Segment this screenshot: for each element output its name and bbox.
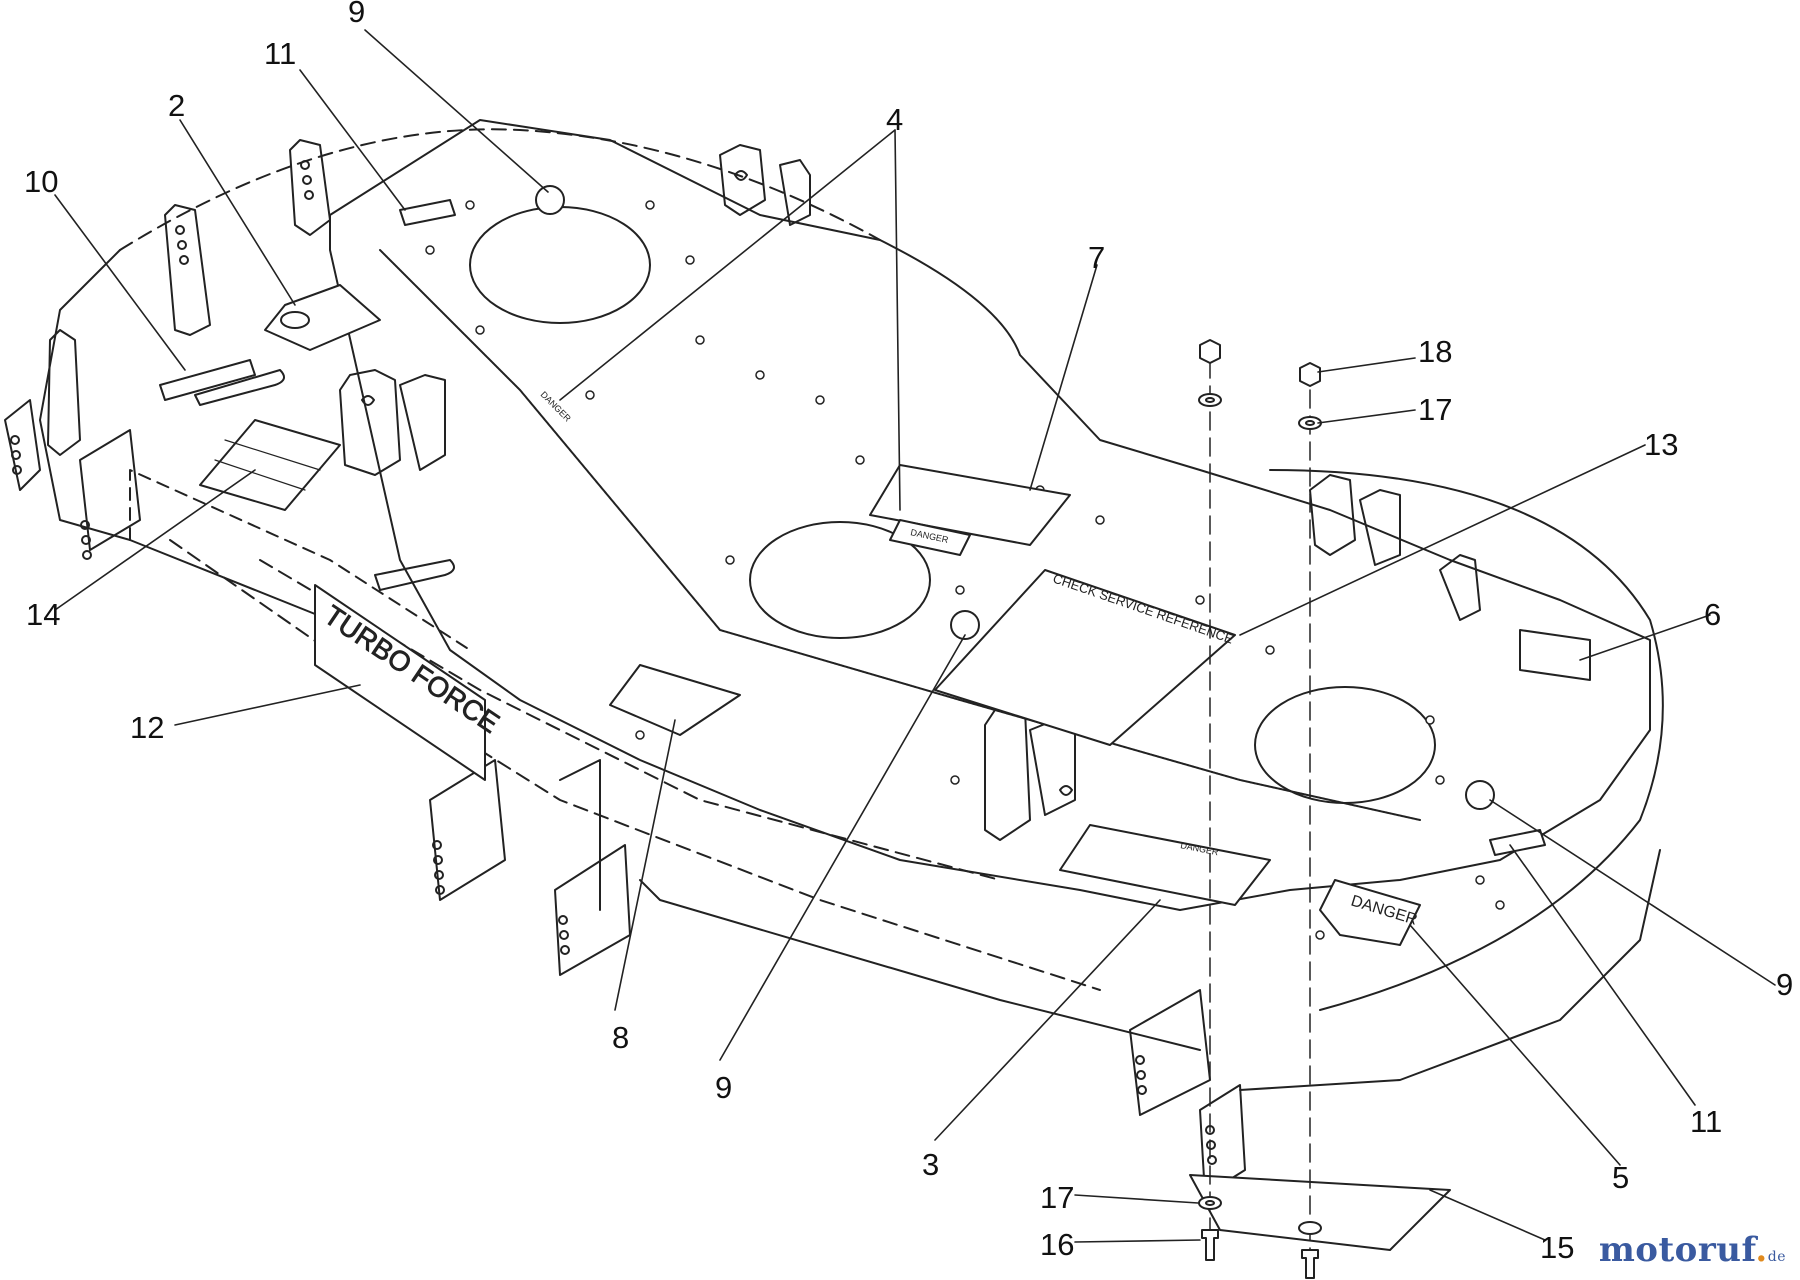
pivot-bracket-deck-right bbox=[1309, 474, 1481, 621]
callout-4: 4 bbox=[886, 102, 903, 137]
front-bracket-far-right bbox=[1199, 1084, 1246, 1196]
callout-18: 18 bbox=[1418, 334, 1452, 369]
callout-17-bottom: 17 bbox=[1040, 1180, 1074, 1215]
callout-13: 13 bbox=[1644, 427, 1678, 462]
chute-deflector bbox=[1239, 849, 1661, 1091]
plug-cap-9-rear bbox=[535, 185, 565, 215]
deck-slot-left bbox=[194, 369, 285, 406]
front-bracket-left bbox=[429, 759, 506, 901]
bolt-16-right bbox=[1301, 1249, 1319, 1279]
washer-right-bottom bbox=[1298, 1221, 1322, 1235]
callout-3: 3 bbox=[922, 1147, 939, 1182]
deck-slot-mid bbox=[374, 559, 455, 591]
decal-11-right bbox=[1489, 829, 1546, 856]
washer-17-right-top bbox=[1298, 416, 1322, 430]
decal-13 bbox=[934, 569, 1236, 746]
decal-7 bbox=[869, 464, 1071, 546]
decal-8 bbox=[609, 664, 741, 736]
washer-17-bottom bbox=[1198, 1196, 1222, 1210]
callout-8: 8 bbox=[612, 1020, 629, 1055]
decal-4-danger-small bbox=[889, 519, 971, 556]
callout-11-right: 11 bbox=[1690, 1104, 1722, 1139]
plug-cap-9-center bbox=[950, 610, 980, 640]
decal-12-plate bbox=[314, 584, 486, 781]
decal-5 bbox=[1319, 879, 1421, 946]
hitch-bracket-left-front bbox=[4, 329, 81, 491]
watermark-brand: motoruf bbox=[1598, 1230, 1756, 1270]
nut-18-right bbox=[1299, 362, 1321, 387]
front-edge-dash-2 bbox=[259, 559, 1001, 881]
watermark-logo: motoruf.de bbox=[1599, 1230, 1786, 1270]
callout-14: 14 bbox=[26, 597, 60, 632]
baffle-edge bbox=[379, 249, 1421, 821]
callout-16: 16 bbox=[1040, 1227, 1074, 1262]
front-bracket-mid bbox=[554, 844, 631, 976]
callout-5: 5 bbox=[1612, 1160, 1629, 1195]
decal-14 bbox=[199, 419, 341, 511]
decal-6 bbox=[1519, 629, 1591, 681]
front-skirt bbox=[559, 759, 1201, 1051]
plug-cap-9-right bbox=[1465, 780, 1495, 810]
deck-rear-outline bbox=[119, 128, 881, 251]
callout-9-right: 9 bbox=[1776, 967, 1793, 1002]
leader-lines bbox=[54, 29, 1776, 1243]
callout-9-rear: 9 bbox=[348, 0, 365, 29]
callout-12: 12 bbox=[130, 710, 164, 745]
front-bracket-right bbox=[1129, 989, 1211, 1116]
front-edge-dash bbox=[169, 539, 1101, 991]
pivot-bracket-deck-left bbox=[339, 369, 446, 476]
blade-opening-left bbox=[469, 206, 651, 324]
hitch-bracket-left-rear bbox=[289, 139, 331, 236]
deck-right-outline bbox=[1269, 469, 1664, 1011]
decal-2 bbox=[264, 284, 381, 351]
deck-bolt-holes bbox=[425, 200, 1505, 940]
decal-11-rear bbox=[399, 199, 456, 226]
bolt-16-left bbox=[1201, 1229, 1219, 1261]
left-skirt-lower bbox=[129, 469, 471, 651]
watermark-tld: de bbox=[1767, 1249, 1786, 1265]
hitch-bracket-left-mid bbox=[164, 204, 211, 336]
callout-6: 6 bbox=[1704, 597, 1721, 632]
decal-10 bbox=[159, 359, 256, 401]
callout-17-top: 17 bbox=[1418, 392, 1452, 427]
callout-11-rear: 11 bbox=[264, 36, 296, 71]
callout-15: 15 bbox=[1540, 1230, 1574, 1265]
callout-10: 10 bbox=[24, 164, 58, 199]
deck-top-plate bbox=[329, 119, 1651, 911]
pivot-bracket-rear-center bbox=[719, 144, 811, 226]
blade-opening-right bbox=[1254, 686, 1436, 804]
watermark-dot: . bbox=[1755, 1230, 1768, 1270]
washer-17-left-top bbox=[1198, 393, 1222, 407]
skid-plate-15 bbox=[1189, 1174, 1451, 1251]
callout-7: 7 bbox=[1088, 240, 1105, 275]
callout-2: 2 bbox=[168, 88, 185, 123]
nut-18-left bbox=[1199, 339, 1221, 364]
decal-3 bbox=[1059, 824, 1271, 906]
blade-opening-center bbox=[749, 521, 931, 639]
hitch-bracket-left-low bbox=[79, 429, 141, 560]
callout-9-center: 9 bbox=[715, 1070, 732, 1105]
